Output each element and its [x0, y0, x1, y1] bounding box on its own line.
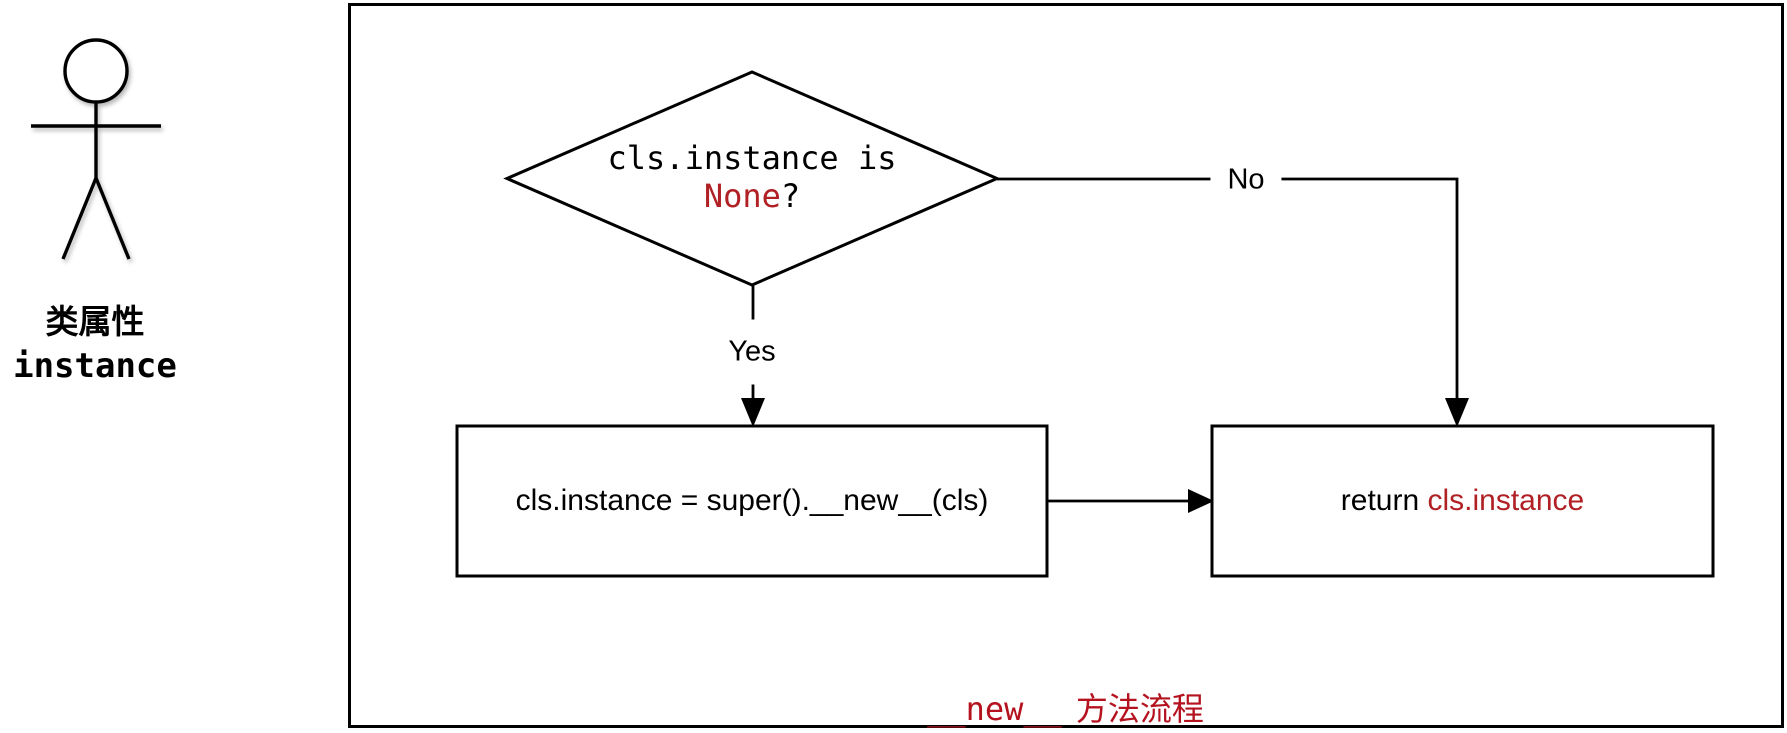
return-prefix: return — [1340, 484, 1428, 517]
caption-code: __new__ — [927, 690, 1062, 728]
actor-head — [63, 38, 129, 104]
no-edge-label: No — [1210, 159, 1282, 201]
stick-figure-icon — [31, 38, 161, 260]
actor-label-line2: instance — [13, 346, 177, 386]
diagram-caption: __new__ 方法流程 — [349, 684, 1782, 730]
return-highlight: cls.instance — [1427, 484, 1585, 517]
process-to-return-arrowhead-icon — [1188, 489, 1214, 513]
decision-suffix: ? — [780, 177, 801, 215]
decision-label: cls.instance is None? — [552, 139, 952, 215]
return-box-text: return cls.instance — [1212, 426, 1713, 576]
yes-edge-label: Yes — [720, 319, 784, 385]
actor-label-line1: 类属性 — [45, 303, 145, 340]
decision-line1: cls.instance is — [607, 139, 897, 177]
actor-right-leg — [94, 177, 131, 260]
decision-line2: None? — [552, 177, 952, 215]
no-edge-line — [997, 177, 1459, 400]
actor-label: 类属性 instance — [0, 300, 190, 388]
actor-left-leg — [61, 177, 98, 260]
decision-highlight: None — [703, 177, 781, 215]
yes-arrowhead-icon — [741, 398, 765, 427]
process-box-text: cls.instance = super().__new__(cls) — [515, 484, 989, 517]
process-box — [455, 424, 1049, 578]
caption-label: 方法流程 — [1075, 691, 1204, 727]
return-box — [1210, 424, 1715, 578]
decision-diamond — [503, 70, 1001, 287]
no-arrowhead-icon — [1445, 398, 1469, 427]
outer-frame — [348, 3, 1784, 728]
